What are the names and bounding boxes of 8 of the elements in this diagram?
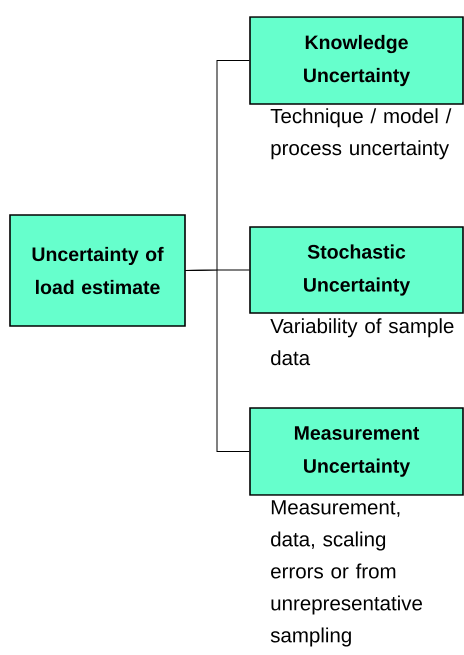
description-text: Technique / model / process uncertainty (270, 108, 452, 160)
category-box: Stochastic Uncertainty (249, 226, 464, 314)
connector-line (185, 269, 250, 452)
description-text: Variability of sample data (270, 318, 454, 366)
category-box: Uncertainty of load estimate (9, 214, 186, 327)
description-text: Measurement, data, scaling errors or from unrepresentative sampling (270, 500, 422, 647)
category-box: Knowledge Uncertainty (249, 16, 464, 105)
category-box: Measurement Uncertainty (249, 407, 464, 496)
